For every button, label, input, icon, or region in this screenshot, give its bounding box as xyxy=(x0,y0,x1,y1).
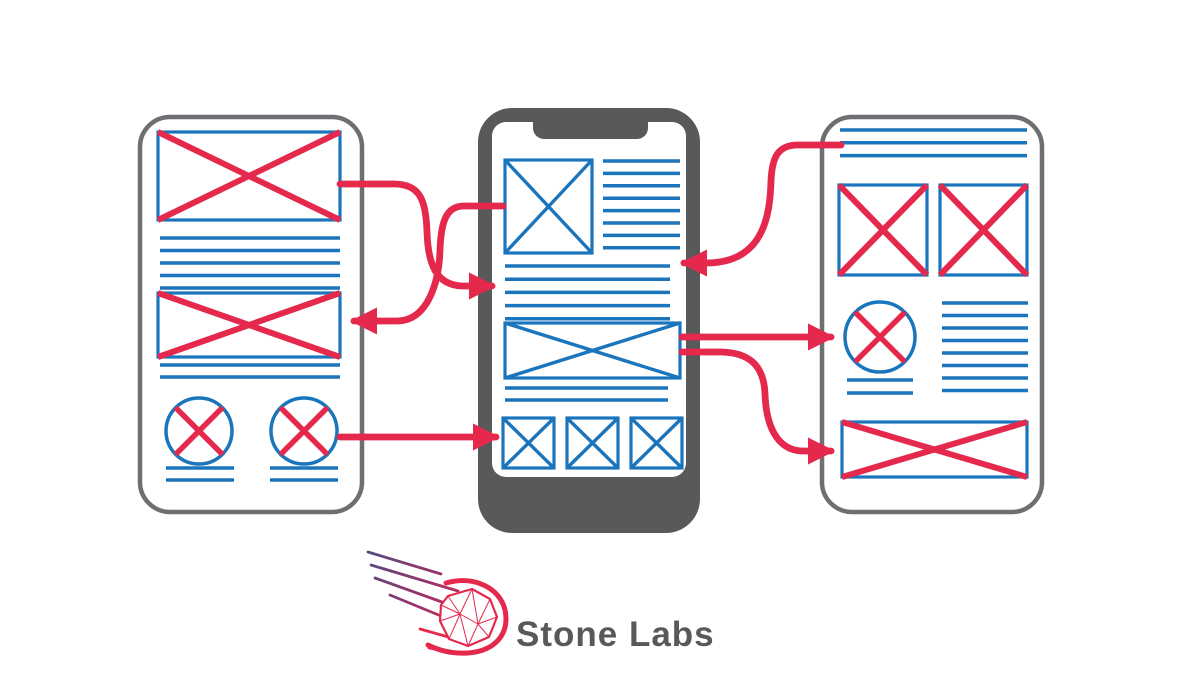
avatar-placeholder xyxy=(164,396,234,466)
thumbnail-placeholder xyxy=(629,416,684,470)
label-lines xyxy=(270,466,338,482)
image-placeholder xyxy=(156,290,342,360)
phone-mockup-center xyxy=(478,108,700,533)
sidebar-text-lines xyxy=(603,159,680,250)
hero-image-placeholder xyxy=(156,129,342,223)
phone-notch xyxy=(533,112,648,139)
flow-arrow-center-banner-to-right-footer-image xyxy=(678,348,836,465)
brand-name: Stone Labs xyxy=(516,615,715,654)
flow-arrow-left-hero-image-to-center-paragraph xyxy=(336,180,497,300)
phone-mockup-left xyxy=(137,114,365,515)
caption-lines xyxy=(160,363,340,379)
flow-arrows xyxy=(336,141,845,465)
image-placeholder xyxy=(836,182,930,278)
avatar-placeholder xyxy=(269,396,339,466)
paragraph-lines xyxy=(160,236,340,290)
phone-frame xyxy=(819,114,1045,515)
image-placeholder xyxy=(937,182,1030,278)
phone-mockup-right xyxy=(819,114,1045,515)
paragraph-lines xyxy=(505,264,670,321)
meteor-icon xyxy=(366,550,509,656)
label-lines xyxy=(166,466,234,482)
meteor-swoosh xyxy=(425,578,509,656)
feature-image-placeholder xyxy=(503,158,594,255)
label-lines xyxy=(847,378,913,395)
meteor-stone xyxy=(438,587,499,648)
stone-labs-logo: Stone Labs xyxy=(366,550,715,656)
caption-lines xyxy=(505,386,668,402)
meteor-trail-line xyxy=(369,563,460,593)
flow-arrow-center-feature-image-to-left-image-2 xyxy=(349,202,507,335)
sidebar-text-lines xyxy=(942,301,1028,393)
meteor-trail-line xyxy=(366,550,443,576)
footer-image-placeholder xyxy=(840,419,1029,480)
meteor-trail-line xyxy=(388,593,443,618)
header-text-lines xyxy=(840,128,1027,158)
meteor-stone-facets xyxy=(439,588,498,647)
flow-arrow-right-header-text-to-center-paragraph xyxy=(679,141,845,277)
thumbnail-placeholder xyxy=(501,416,556,470)
avatar-placeholder xyxy=(843,300,917,374)
meteor-trail-line xyxy=(373,576,444,604)
thumbnail-placeholder xyxy=(565,416,620,470)
